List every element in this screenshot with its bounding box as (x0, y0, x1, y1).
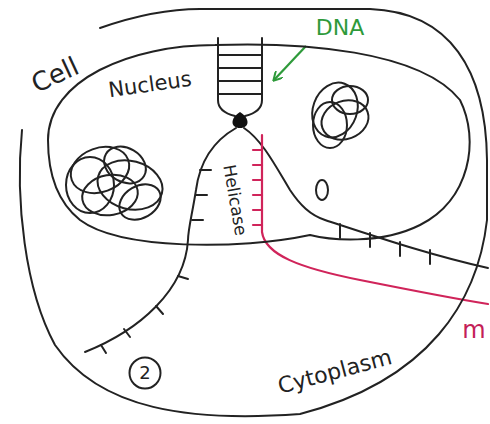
dna-pointer (274, 46, 306, 80)
dna-label: DNA (316, 16, 364, 40)
nucleus-outline-shape (40, 35, 480, 260)
cell-outline-line (20, 9, 487, 416)
cell-label: Cell (27, 52, 83, 98)
callout-number: 2 (139, 363, 150, 383)
helicase-blob (233, 112, 248, 128)
nucleus-label: Nucleus (107, 68, 193, 103)
nucleus-outline-line (48, 44, 470, 244)
dna-strands (85, 38, 488, 353)
region-label: Cytoplasm (275, 345, 394, 399)
callout-circle: 2 (128, 356, 162, 390)
enzyme-label: Helicase (219, 161, 251, 239)
callout-circle-line (130, 358, 161, 389)
nucleus-outline: Nucleus (40, 35, 480, 260)
mrna-label: m (462, 317, 485, 343)
mrna-strand (253, 135, 488, 304)
